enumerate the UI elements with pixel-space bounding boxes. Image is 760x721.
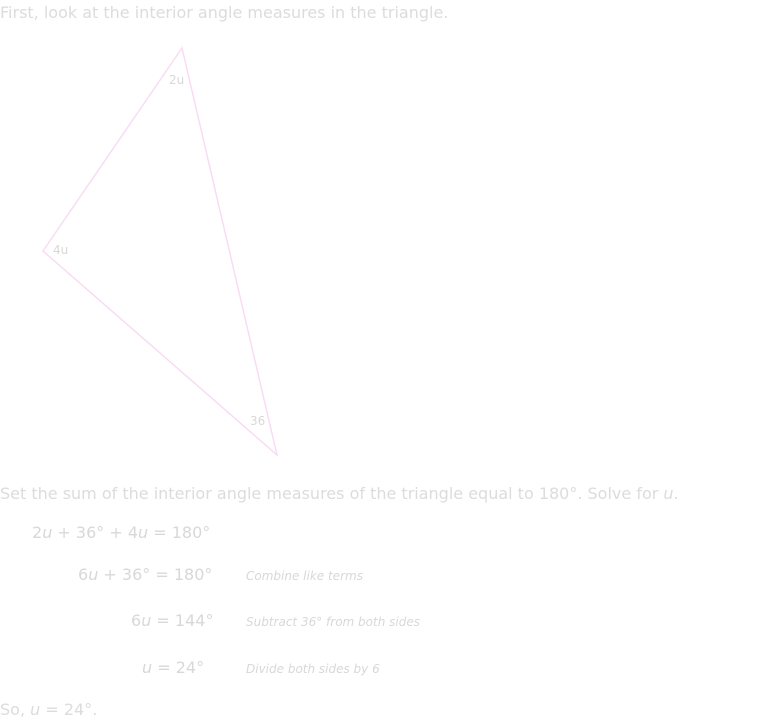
angle-label-bottom: 36 — [250, 414, 265, 428]
equation-step-2: 6u + 36° = 180° — [78, 565, 213, 584]
triangle-shape — [42, 46, 279, 458]
equation-step-1: 2u + 36° + 4u = 180° — [32, 523, 211, 542]
setup-variable: u — [663, 484, 674, 503]
intro-text: First, look at the interior angle measur… — [0, 3, 449, 22]
angle-label-top: 2u — [169, 73, 184, 87]
equation-step-3: 6u = 144° — [131, 611, 214, 630]
angle-label-left: 4u — [53, 243, 68, 257]
setup-text: Set the sum of the interior angle measur… — [0, 484, 664, 503]
step-2-note: Combine like terms — [246, 569, 363, 583]
triangle-figure: 2u 4u 36 — [42, 46, 279, 458]
step-3-note: Subtract 36° from both sides — [246, 615, 420, 629]
step-4-note: Divide both sides by 6 — [246, 662, 380, 676]
setup-period: . — [673, 484, 679, 503]
conclusion-text: So, u = 24°. — [0, 700, 98, 719]
setup-instruction: Set the sum of the interior angle measur… — [0, 484, 679, 503]
equation-step-4: u = 24° — [142, 658, 205, 677]
